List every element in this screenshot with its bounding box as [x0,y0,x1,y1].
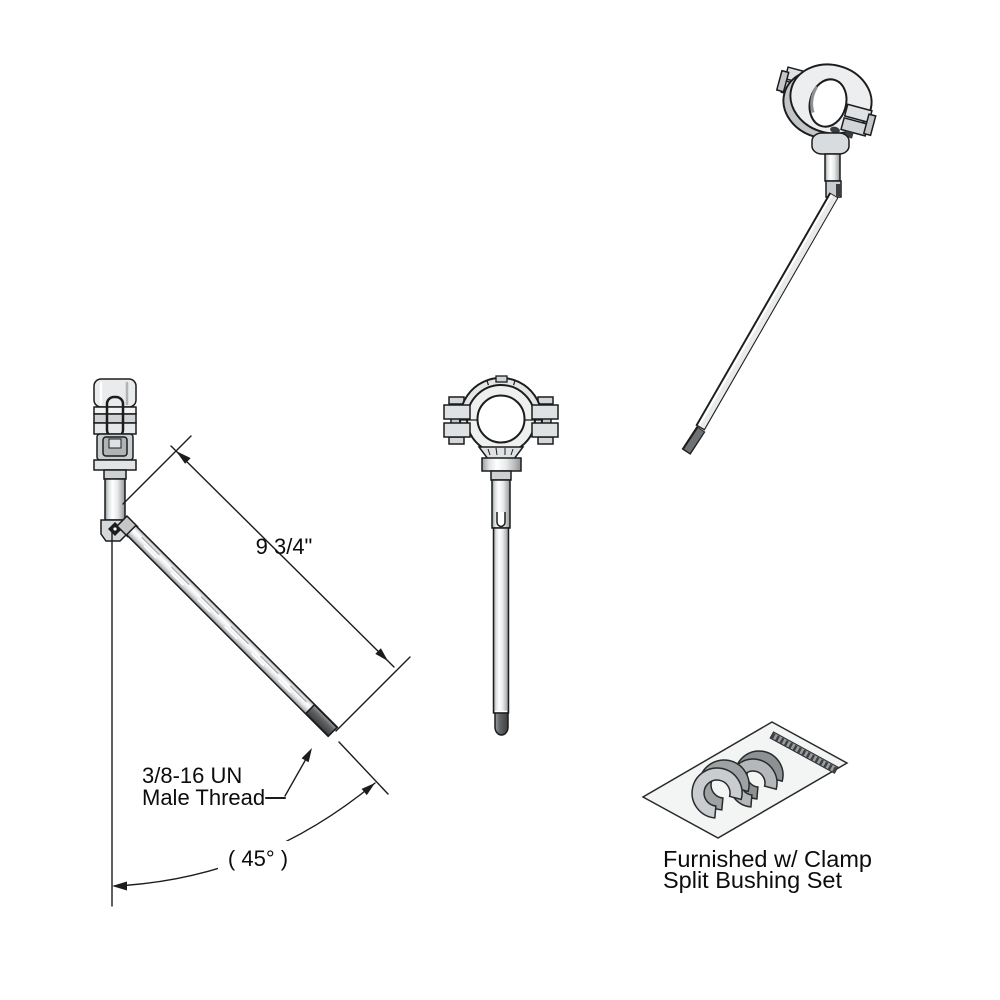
iso-view [681,63,877,455]
coupler-band [93,406,137,415]
arrowhead [301,748,312,763]
coupler-neck [103,469,127,480]
thread-callout-label-line2: Male Thread [142,785,265,810]
iso-elbow-slot [836,184,841,196]
iso-collar [811,132,850,155]
serration [510,448,514,456]
bolt-head [448,396,465,405]
rod-thread-tip [494,712,509,736]
package-caption-line1: Furnished w/ Clamp [663,846,872,872]
clamp-yoke [477,446,525,460]
rod-thread-tip [304,703,339,738]
serration [495,447,498,456]
leader-line [284,758,307,797]
front-view [443,375,559,736]
zipper-teeth [770,732,838,774]
coupler-block-detail [108,438,122,449]
strap-tick [513,380,516,386]
serration [487,448,491,456]
arrowhead [112,881,127,891]
clamp-bore [476,394,526,444]
bolt-head [537,396,554,405]
collar-drum [481,457,522,472]
bore-shadow [810,85,819,113]
coupler-base [93,459,137,471]
iso-bolt [862,113,877,137]
arrowhead [361,783,375,796]
clamp-lugs [443,404,559,438]
coupler-band [93,413,137,424]
thread-callout-label-line1: 3/8-16 UN [142,763,242,788]
extension-line [122,435,192,505]
lever-rod [115,514,339,738]
ring-bore [808,78,848,128]
side-view: 9 3/4" ( 45° ) 3/8-16 UN Male Thread [93,378,411,907]
bolt-nut [537,436,554,445]
iso-stub [824,153,841,182]
angle-dimension-label: ( 45° ) [228,846,288,871]
coupler-cylinder [104,478,126,521]
bolt-nut [448,436,465,445]
strap-tick [486,380,489,386]
arrowhead [375,648,388,661]
iso-rod [681,192,839,455]
coupler-body [93,378,137,521]
bag-zipper [769,731,839,774]
coupler-band [93,422,137,435]
strap-tab [495,375,508,383]
elbow-pivot-center [113,527,117,531]
sleeve-notch [496,512,506,528]
label-mask [218,841,298,875]
length-dimension-label: 9 3/4" [256,534,313,559]
clamp-hole [830,126,840,134]
rod-axis-extension-line [338,741,389,795]
iso-thread-tip [684,428,704,453]
vertical-rod [492,527,510,714]
thread-callout [265,748,312,799]
split-bushing-front [691,759,750,819]
dimension-line [170,445,395,668]
length-dimension [122,435,411,732]
arrowhead [176,451,191,464]
angle-dimension [111,527,389,907]
extension-line [335,656,411,732]
iso-bolt [775,69,790,93]
collar-neck [490,470,512,481]
package-caption-line2: Split Bushing Set [663,867,842,893]
bushing-package: Furnished w/ Clamp Split Bushing Set [641,721,872,893]
